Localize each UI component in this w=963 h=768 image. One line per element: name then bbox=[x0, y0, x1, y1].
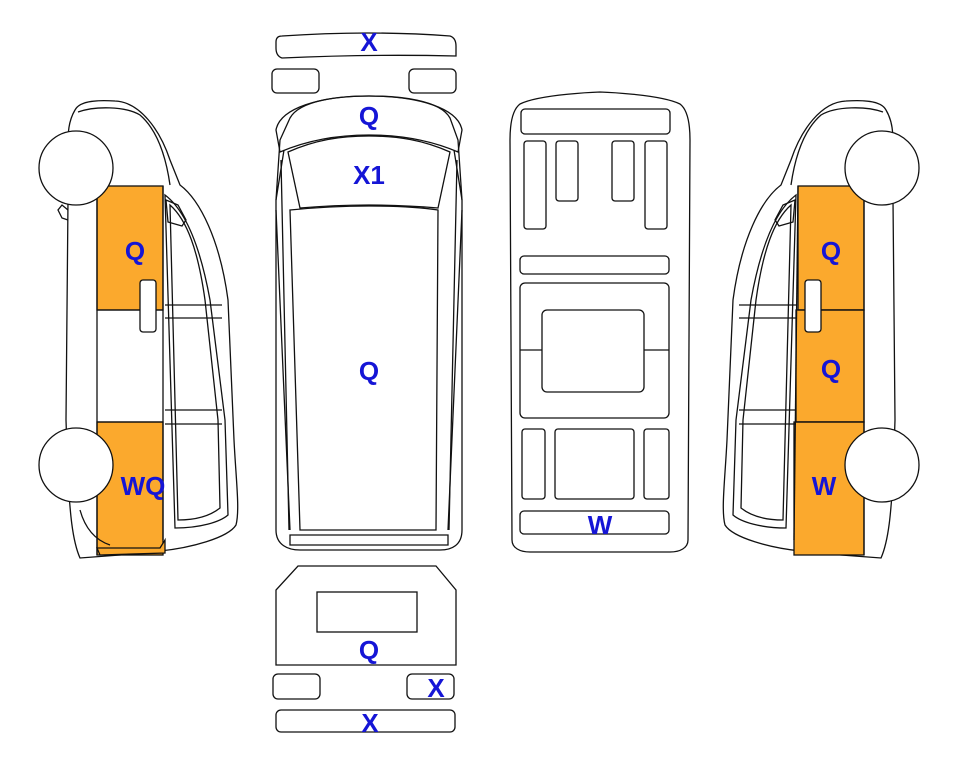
top-front-view: X Q X1 Q bbox=[271, 27, 463, 551]
roof-label: Q bbox=[359, 356, 379, 386]
rear-bumper-label: X bbox=[361, 708, 379, 738]
right-front-wheel bbox=[844, 130, 920, 206]
right-headlamp bbox=[408, 68, 457, 94]
left-headlamp bbox=[271, 68, 320, 94]
left-rear-wheel bbox=[38, 427, 114, 503]
underbody-view: W bbox=[509, 91, 691, 553]
right-door-handle bbox=[804, 279, 822, 333]
rear-bumper-panel bbox=[275, 709, 456, 733]
tailgate-panel bbox=[275, 565, 457, 666]
rear-view: Q X X bbox=[272, 565, 457, 738]
hood-label: Q bbox=[359, 101, 379, 131]
left-upper-front-label: Q bbox=[125, 236, 145, 266]
left-rear-lower-edge bbox=[96, 537, 166, 556]
right-rear-wheel bbox=[844, 427, 920, 503]
left-front-wheel bbox=[38, 130, 114, 206]
front-bumper-label: X bbox=[360, 27, 378, 57]
underbody-rear-strip bbox=[519, 510, 670, 535]
hood-panel bbox=[275, 95, 463, 153]
right-upper-front-label: Q bbox=[821, 236, 841, 266]
left-rear-lower-label: WQ bbox=[121, 471, 166, 501]
rear-right-lamp bbox=[406, 673, 455, 700]
underbody-rear-strip-label: W bbox=[588, 510, 613, 540]
front-bumper-panel bbox=[275, 32, 457, 59]
left-side-view: Q WQ bbox=[38, 99, 239, 559]
left-side-roof-line bbox=[77, 107, 171, 186]
right-middle-label: Q bbox=[821, 354, 841, 384]
rear-right-lamp-label: X bbox=[427, 673, 445, 703]
tailgate-label: Q bbox=[359, 635, 379, 665]
right-side-view: Q Q W bbox=[722, 99, 920, 559]
rear-window bbox=[316, 591, 418, 633]
left-door-handle bbox=[139, 279, 157, 333]
windshield-panel bbox=[287, 135, 451, 209]
roof-panel bbox=[289, 205, 439, 531]
rear-left-lamp bbox=[272, 673, 321, 700]
right-rear-lower-label: W bbox=[812, 471, 837, 501]
windshield-label: X1 bbox=[353, 160, 385, 190]
